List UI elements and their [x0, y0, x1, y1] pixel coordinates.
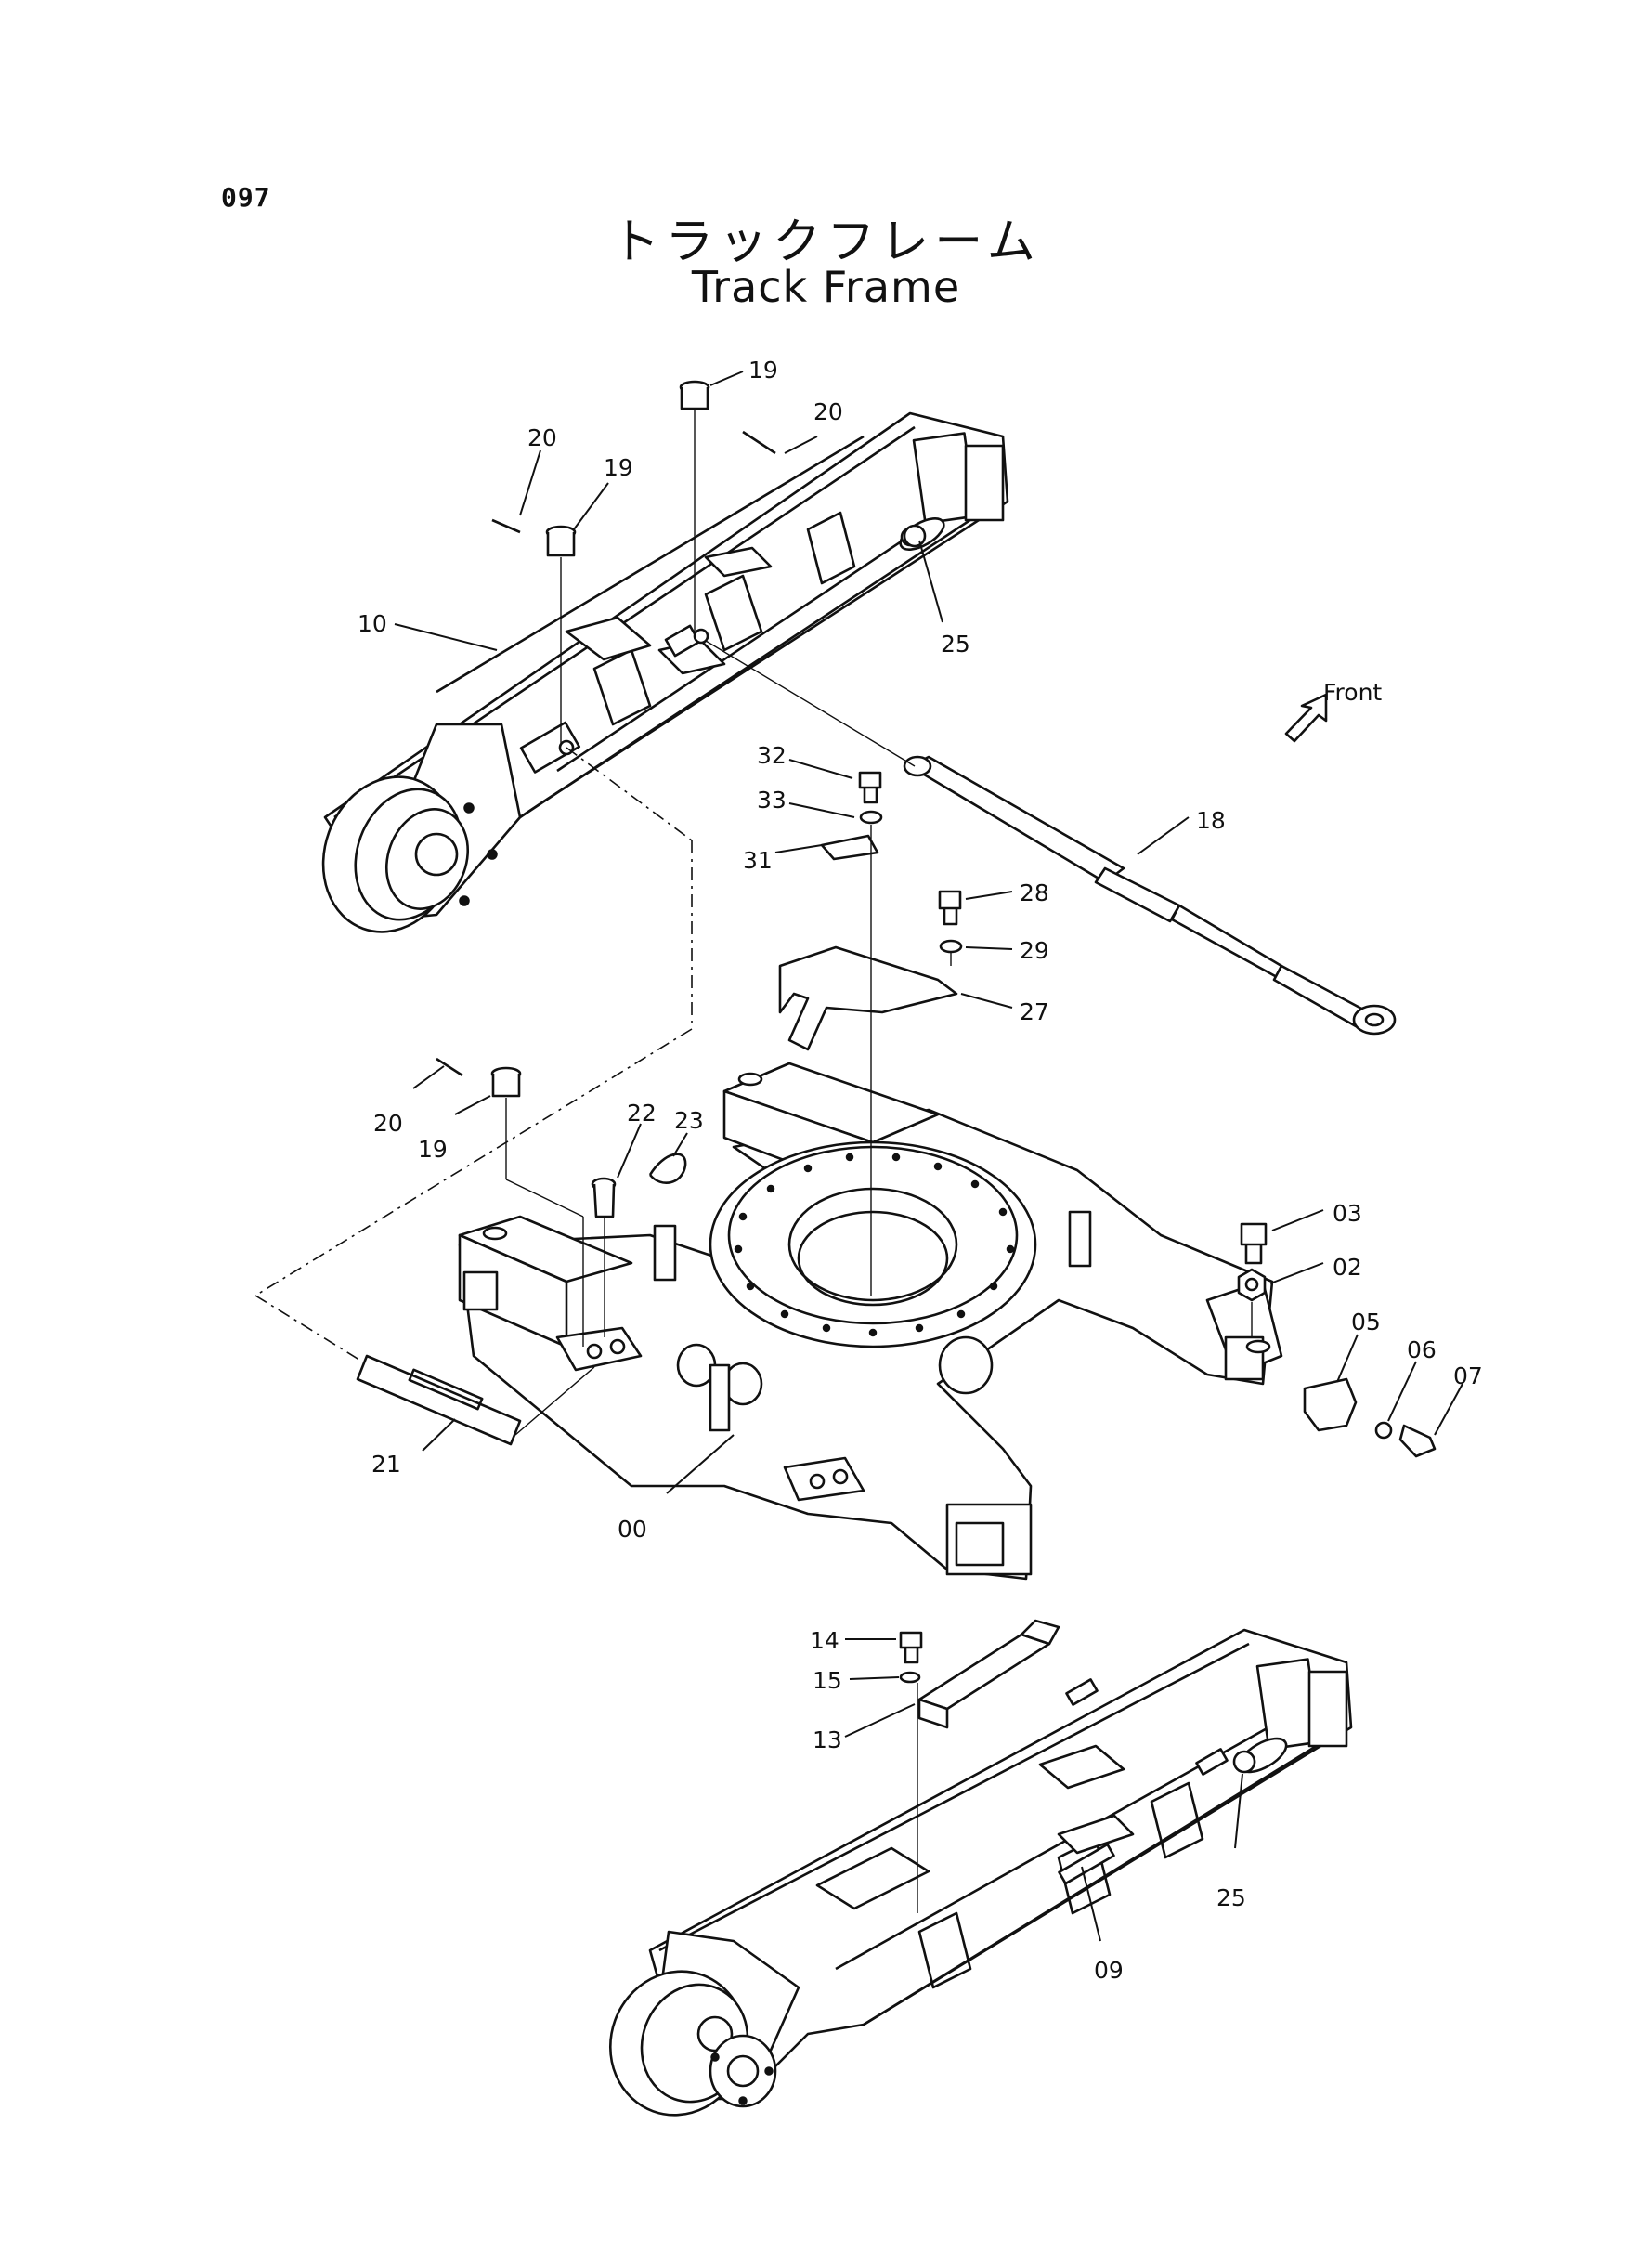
plate-31: [820, 834, 879, 861]
part-22: [591, 1177, 617, 1218]
callout-02: 02: [1333, 1254, 1362, 1281]
callout-19: 19: [418, 1136, 448, 1163]
callout-05: 05: [1351, 1309, 1381, 1335]
callout-06: 06: [1407, 1336, 1437, 1363]
fitting-25-upper: [903, 524, 927, 548]
callout-03: 03: [1333, 1200, 1362, 1227]
plate-27: [778, 945, 958, 1051]
title-japanese: トラックフレーム: [611, 215, 1041, 270]
front-label: Front: [1323, 679, 1382, 706]
cotter-pin-20-lower: [436, 1057, 463, 1077]
callout-25: 25: [1216, 1884, 1246, 1911]
callout-20: 20: [527, 424, 557, 451]
callout-33: 33: [757, 787, 787, 814]
cover-13: [917, 1619, 1060, 1729]
washer-06: [1374, 1421, 1393, 1440]
washer-15: [899, 1671, 921, 1684]
callout-07: 07: [1453, 1362, 1483, 1389]
callout-09: 09: [1094, 1957, 1124, 1984]
callout-18: 18: [1196, 807, 1226, 834]
callout-25: 25: [941, 631, 970, 658]
bolt-28: [938, 890, 962, 926]
part-23-clip: [648, 1153, 687, 1184]
bracket-05: [1303, 1377, 1358, 1432]
callout-numbers: 19 20 20 19 10 25 18 32 33 31 28 29 27 2…: [358, 357, 1483, 1984]
bolt-07: [1398, 1424, 1437, 1458]
callout-00: 00: [618, 1516, 647, 1543]
callout-20: 20: [373, 1110, 403, 1137]
callout-28: 28: [1020, 879, 1049, 906]
side-frame-lower: [608, 1628, 1353, 2117]
fitting-25-lower: [1232, 1750, 1256, 1774]
center-frame: [458, 1062, 1283, 1581]
bearing-bolt-holes: [734, 1153, 1015, 1337]
callout-19: 19: [748, 357, 778, 384]
adjuster-18: [903, 755, 1397, 1036]
pin-19-left: [545, 525, 577, 557]
title-english: Track Frame: [691, 262, 961, 312]
callout-19: 19: [604, 454, 633, 481]
nut-02: [1237, 1268, 1267, 1302]
front-arrow-icon: [1284, 693, 1328, 743]
callout-20: 20: [813, 398, 843, 425]
callout-13: 13: [813, 1726, 842, 1753]
assembly-lines: [254, 410, 1253, 1913]
callout-23: 23: [674, 1107, 704, 1134]
bolt-03: [1240, 1222, 1268, 1265]
bolt-32: [858, 771, 882, 804]
callout-15: 15: [813, 1667, 842, 1694]
cotter-pin-20-left: [491, 518, 521, 534]
pin-19-top: [679, 380, 710, 410]
callout-14: 14: [810, 1627, 839, 1654]
page-number: 097: [221, 182, 271, 213]
callout-21: 21: [371, 1451, 401, 1478]
pin-19-lower: [490, 1066, 522, 1098]
callout-27: 27: [1020, 998, 1049, 1025]
bolt-14: [899, 1631, 923, 1664]
washer-33: [859, 810, 883, 825]
callout-31: 31: [743, 847, 773, 874]
cotter-pin-20-top: [742, 430, 776, 455]
callout-22: 22: [627, 1100, 657, 1127]
washer-29: [939, 939, 963, 954]
callout-10: 10: [358, 610, 387, 637]
leader-lines: [394, 371, 1463, 1942]
side-frame-upper: [321, 411, 1009, 933]
callout-29: 29: [1020, 937, 1049, 964]
callout-32: 32: [757, 742, 787, 769]
plate-21: [356, 1354, 522, 1446]
